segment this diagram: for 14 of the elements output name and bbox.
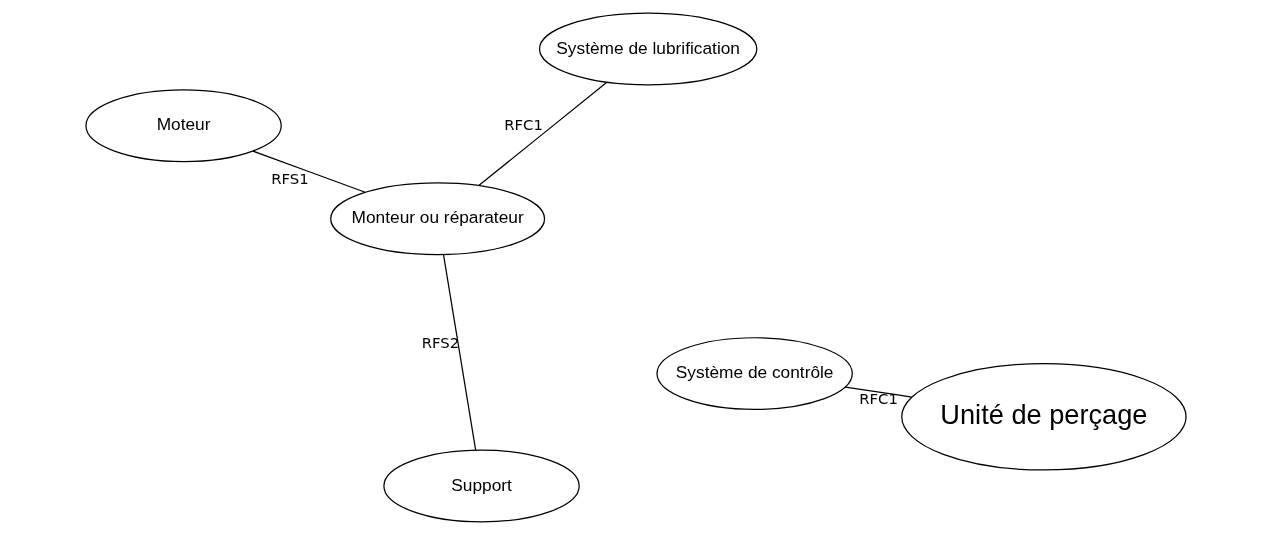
edge-label: RFS2 <box>421 334 459 352</box>
node-ellipse: Monteur ou réparateur <box>329 182 545 256</box>
node-ellipse: Support <box>382 449 580 523</box>
connector <box>844 386 912 398</box>
node-ellipse: Système de contrôle <box>655 337 853 411</box>
edge-label: RFS1 <box>270 169 309 187</box>
edge-label: RFC1 <box>503 115 543 133</box>
connector <box>251 150 366 193</box>
node-ellipse: Moteur <box>84 89 282 163</box>
connector <box>442 254 476 451</box>
node-ellipse: Système de lubrification <box>538 12 757 86</box>
node-ellipse: Unité de perçage <box>900 363 1187 471</box>
edge-label: RFC1 <box>858 389 898 407</box>
connector <box>477 81 607 187</box>
